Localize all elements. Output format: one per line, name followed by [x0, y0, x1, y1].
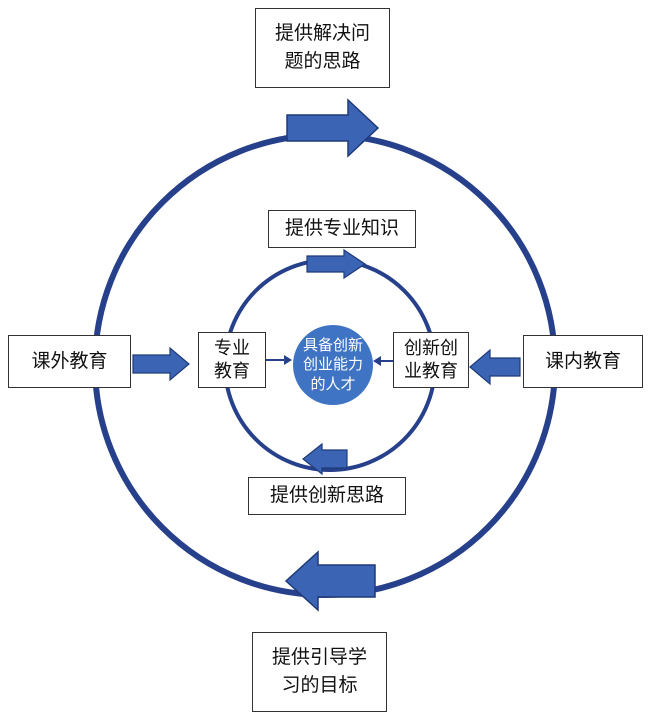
- inner-left-box-line2: 教育: [214, 361, 250, 382]
- bottom-box: 提供引导学 习的目标: [252, 632, 387, 712]
- outer-top-arrow: [286, 98, 380, 158]
- center-label: 具备创新 创业能力 的人才: [293, 330, 373, 400]
- bottom-box-line1: 提供引导学: [271, 646, 367, 669]
- center-line1: 具备创新: [302, 335, 363, 354]
- top-box: 提供解决问 题的思路: [255, 8, 390, 88]
- inner-top-label-box: 提供专业知识: [268, 210, 416, 248]
- inner-left-box-line1: 专业: [214, 337, 250, 359]
- center-line2: 创业能力: [302, 355, 363, 374]
- left-outer-box-label: 课外教育: [31, 349, 108, 372]
- inner-top-label: 提供专业知识: [284, 217, 399, 240]
- inner-right-arrowhead: [373, 356, 381, 366]
- inner-bottom-label-box: 提供创新思路: [248, 477, 406, 515]
- right-outer-box: 课内教育: [523, 335, 643, 388]
- inner-right-box: 创新创 业教育: [393, 332, 469, 388]
- inner-bottom-arrow: [302, 442, 348, 476]
- inner-right-box-line2: 业教育: [404, 361, 458, 382]
- inner-left-arrowhead: [284, 355, 292, 365]
- center-line3: 的人才: [310, 374, 356, 393]
- outer-bottom-arrow: [284, 550, 376, 612]
- top-box-line1: 提供解决问: [274, 22, 370, 45]
- top-box-line2: 题的思路: [284, 50, 361, 72]
- inner-left-box: 专业 教育: [198, 332, 266, 388]
- inner-bottom-label: 提供创新思路: [269, 484, 384, 507]
- inner-top-arrow: [306, 248, 367, 280]
- right-arrow: [469, 348, 521, 386]
- right-outer-box-label: 课内教育: [544, 349, 621, 372]
- left-arrow: [132, 346, 190, 382]
- left-outer-box: 课外教育: [8, 335, 131, 388]
- bottom-box-line2: 习的目标: [281, 674, 358, 696]
- inner-right-box-line1: 创新创: [404, 337, 458, 359]
- center-circle: [293, 325, 373, 405]
